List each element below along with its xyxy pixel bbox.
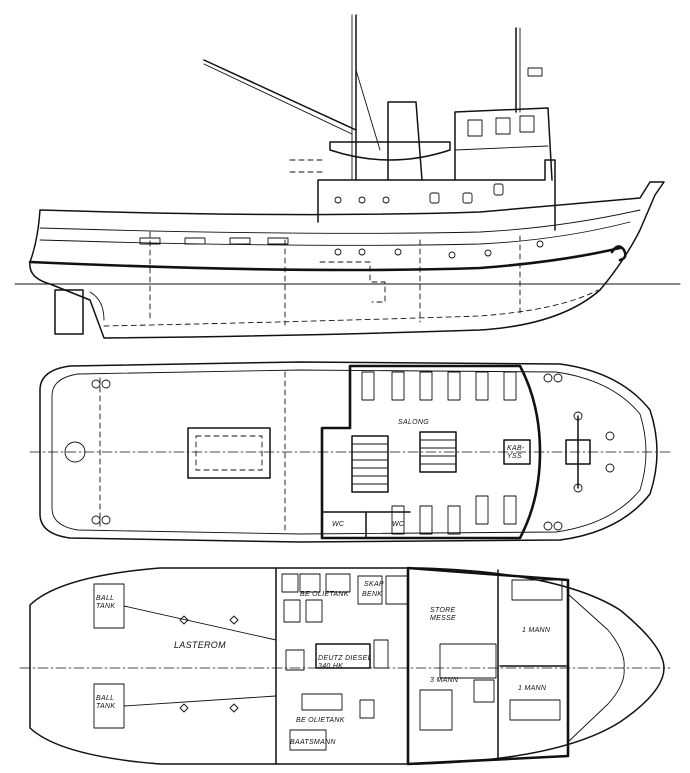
label-1mann-a: 1 MANN: [522, 627, 551, 634]
baatsmann-store: [289, 729, 327, 751]
hull-outline: [29, 181, 665, 339]
galley-box: [503, 439, 531, 465]
wheelhouse-window: [495, 117, 511, 135]
funnel: [387, 101, 423, 181]
crew-accommodation-boundary: [406, 566, 570, 766]
bulwark-inner: [51, 369, 647, 535]
bunk: [419, 689, 453, 731]
rudder: [54, 289, 84, 335]
er-equipment: [299, 573, 321, 593]
er-equipment: [281, 573, 299, 593]
wheelhouse-window: [467, 119, 483, 137]
generator: [301, 693, 343, 711]
accommodation-boundary: [320, 364, 542, 540]
freeing-ports: [139, 237, 289, 245]
er-cabinet: [385, 575, 409, 605]
cargo-boom: [203, 59, 357, 131]
label-olietank-1: BE OLIETANK: [300, 591, 349, 598]
lower-deck-plan: [19, 566, 671, 766]
sheer-line: [39, 209, 641, 234]
label-olietank-2: BE OLIETANK: [296, 717, 345, 724]
main-engine: [315, 643, 371, 669]
label-skap: SKAP: [364, 581, 384, 588]
hold-line: [123, 695, 277, 707]
lifeboat: [329, 141, 451, 161]
rubbing-strake: [39, 221, 631, 246]
label-3mann: 3 MANN: [430, 677, 459, 684]
label-baatsmann: BAATSMANN: [290, 739, 336, 746]
deckhouse-outline: [317, 159, 556, 231]
propeller-aperture: [89, 291, 105, 321]
label-salong: SALONG: [398, 419, 429, 426]
hull-portholes: [334, 240, 544, 259]
salong-seats: [361, 371, 517, 535]
bunk: [509, 699, 561, 721]
boom-stay: [355, 69, 381, 151]
bottom-dashed: [103, 289, 599, 327]
cargo-boom-edge: [203, 63, 353, 135]
hold-markers: [179, 615, 239, 713]
gearbox: [373, 639, 389, 669]
er-equipment: [285, 649, 305, 671]
label-lasterom: LASTEROM: [174, 640, 226, 650]
forepeak: [567, 593, 625, 743]
wheelhouse-window: [519, 115, 535, 133]
deckhouse-windows: [334, 183, 504, 204]
label-wc-left: WC: [332, 521, 345, 528]
label-wc-right: WC: [392, 521, 405, 528]
deck-outline: [39, 361, 658, 543]
side-elevation: [14, 14, 681, 339]
hatch-inner: [195, 435, 263, 471]
windlass: [565, 411, 615, 493]
cargo-hatch: [187, 427, 271, 479]
oil-tank: [283, 599, 301, 623]
label-1mann-b: 1 MANN: [518, 685, 547, 692]
label-kabyss: KAB-YSS: [507, 445, 525, 460]
bow-emblem: [610, 245, 627, 262]
label-benk: BENK: [362, 591, 382, 598]
oil-tank: [305, 599, 323, 623]
er-equipment: [325, 573, 351, 593]
mess-fixture: [473, 679, 495, 703]
bunk: [511, 579, 563, 601]
wheelhouse: [454, 107, 553, 181]
radar: [527, 67, 543, 77]
boot-top-line: [28, 246, 622, 272]
er-equipment: [359, 699, 375, 719]
engine-casing-dashed: [319, 261, 386, 303]
wheelhouse-sill: [454, 145, 549, 151]
bollards: [91, 373, 563, 531]
stairway: [351, 431, 457, 493]
deck-plan: [29, 361, 671, 543]
aft-fairlead: [64, 441, 86, 463]
mess-table: [439, 643, 497, 679]
hold-line: [123, 605, 277, 641]
skap: [357, 575, 383, 605]
